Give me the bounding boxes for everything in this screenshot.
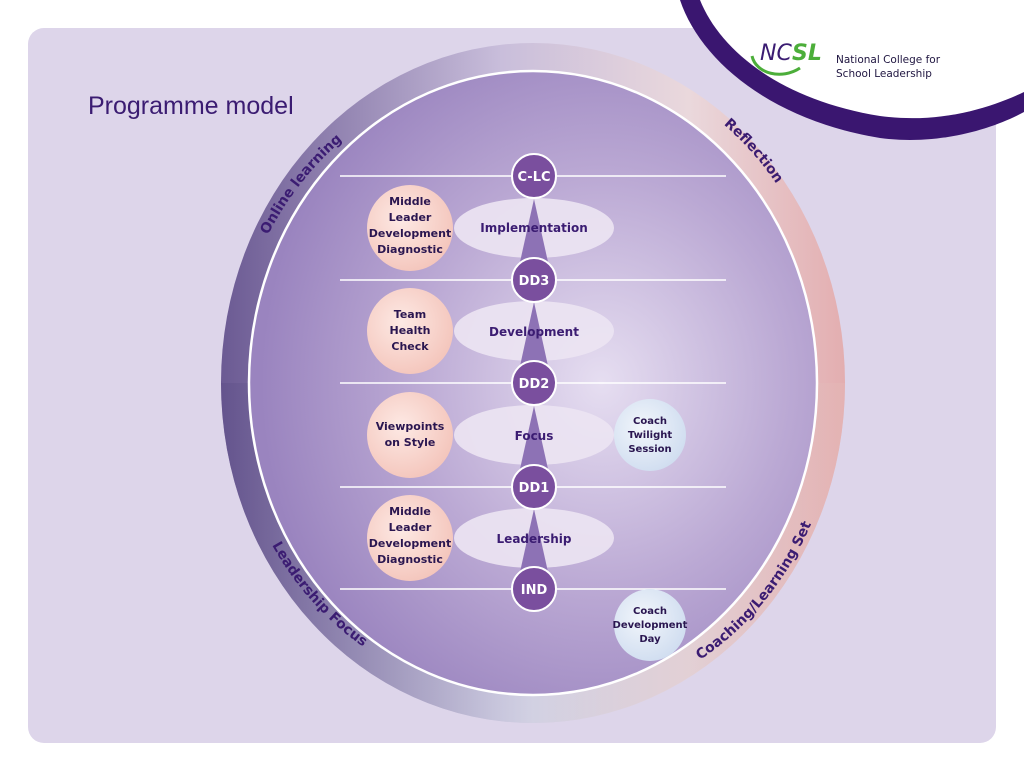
right-events [614, 399, 686, 661]
logo-line-2: School Leadership [836, 68, 932, 80]
arrow-up [520, 199, 548, 262]
stage-label: Focus [515, 429, 554, 443]
event-bubble-coach-development-day [614, 589, 686, 661]
arrow-up [520, 302, 548, 366]
logo-mark-prefix: NC [760, 41, 792, 66]
tool-text: Development [369, 537, 451, 550]
progression-arrows [520, 199, 548, 572]
tool-text: on Style [385, 436, 436, 449]
event-text: Coach [633, 606, 667, 617]
logo-mark-suffix: SL [792, 41, 822, 66]
milestone-node [511, 153, 557, 199]
tool-text: Health [390, 324, 431, 337]
milestone-node [511, 360, 557, 406]
event-text: Day [639, 634, 661, 645]
logo-line-1: National College for [836, 54, 941, 66]
tool-text: Diagnostic [377, 243, 443, 256]
milestone-node [511, 464, 557, 510]
event-text: Coach [633, 416, 667, 427]
tool-text: Diagnostic [377, 553, 443, 566]
stage-label: Leadership [497, 532, 572, 546]
stage-label: Implementation [480, 221, 587, 235]
event-text: Session [628, 444, 671, 455]
event-text: Development [613, 620, 688, 631]
tool-bubble-viewpoints [367, 392, 453, 478]
tool-text: Viewpoints [376, 420, 445, 433]
arrow-up [520, 406, 548, 469]
tool-bubble-diagnostic [367, 185, 453, 271]
tool-bubble-diagnostic-2 [367, 495, 453, 581]
tool-text: Check [391, 340, 429, 353]
tool-text: Middle [389, 195, 431, 208]
milestone-label: IND [521, 583, 548, 598]
event-bubble-coach-twilight [614, 399, 686, 471]
tool-text: Team [394, 308, 426, 321]
tool-text: Middle [389, 505, 431, 518]
milestone-nodes [511, 153, 557, 612]
milestone-label: DD2 [519, 377, 550, 392]
logo-green-arc [750, 55, 801, 76]
stage-label: Development [489, 325, 579, 339]
tool-text: Development [369, 227, 451, 240]
event-text: Twilight [628, 430, 673, 441]
milestone-label: C-LC [517, 170, 550, 185]
milestone-label: DD1 [519, 481, 550, 496]
arrow-up [520, 509, 548, 572]
milestone-node [511, 566, 557, 612]
tool-bubble-team-health [367, 288, 453, 374]
milestone-label: DD3 [519, 274, 550, 289]
tool-text: Leader [389, 211, 432, 224]
logo-swoosh [680, 0, 1024, 140]
left-tools [367, 185, 453, 581]
slide-title: Programme model [88, 92, 294, 120]
milestone-node [511, 257, 557, 303]
tool-text: Leader [389, 521, 432, 534]
ncsl-logo: NC SL National College for School Leader… [750, 41, 941, 80]
